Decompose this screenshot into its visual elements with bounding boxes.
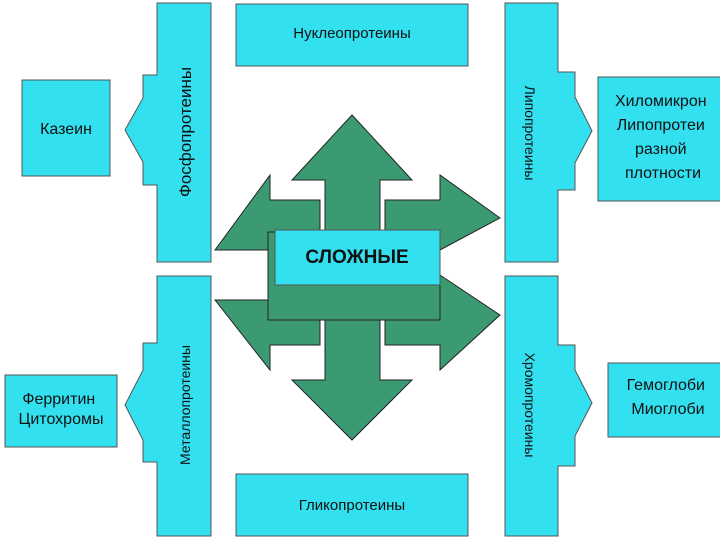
center-box: СЛОЖНЫЕ	[274, 229, 441, 286]
metalloproteins-label: Металлопротеины	[177, 345, 193, 465]
hemoglobin-myoglobin-box: Гемоглоби Миоглоби	[607, 362, 720, 438]
bottom-box: Гликопротеины	[235, 473, 469, 537]
lipoproteins-arrow: Липопротеины	[504, 2, 593, 263]
top-box: Нуклеопротеины	[235, 3, 469, 67]
metalloproteins-arrow: Металлопротеины	[124, 275, 212, 537]
ferritin-cytochromes-label: Ферритин Цитохромы	[19, 391, 104, 428]
casein-label: Казеин	[40, 121, 92, 138]
top-box-label: Нуклеопротеины	[293, 25, 410, 42]
lipoprotein-types-label: Хиломикрон Липопротеи разной плотности	[615, 93, 711, 182]
hemoglobin-myoglobin-label: Гемоглоби Миоглоби	[627, 377, 710, 418]
center-label: СЛОЖНЫЕ	[305, 247, 408, 268]
casein-box: Казеин	[21, 79, 111, 177]
chromoproteins-label: Хромопротеины	[522, 353, 538, 458]
phosphoproteins-arrow: Фосфопротеины	[124, 2, 212, 263]
lipoproteins-label: Липопротеины	[522, 86, 538, 181]
chromoproteins-arrow: Хромопротеины	[504, 275, 593, 537]
phosphoproteins-label: Фосфопротеины	[176, 67, 195, 197]
ferritin-cytochromes-box: Ферритин Цитохромы	[4, 374, 118, 448]
bottom-box-label: Гликопротеины	[299, 497, 405, 514]
lipoprotein-types-box: Хиломикрон Липопротеи разной плотности	[597, 76, 720, 202]
